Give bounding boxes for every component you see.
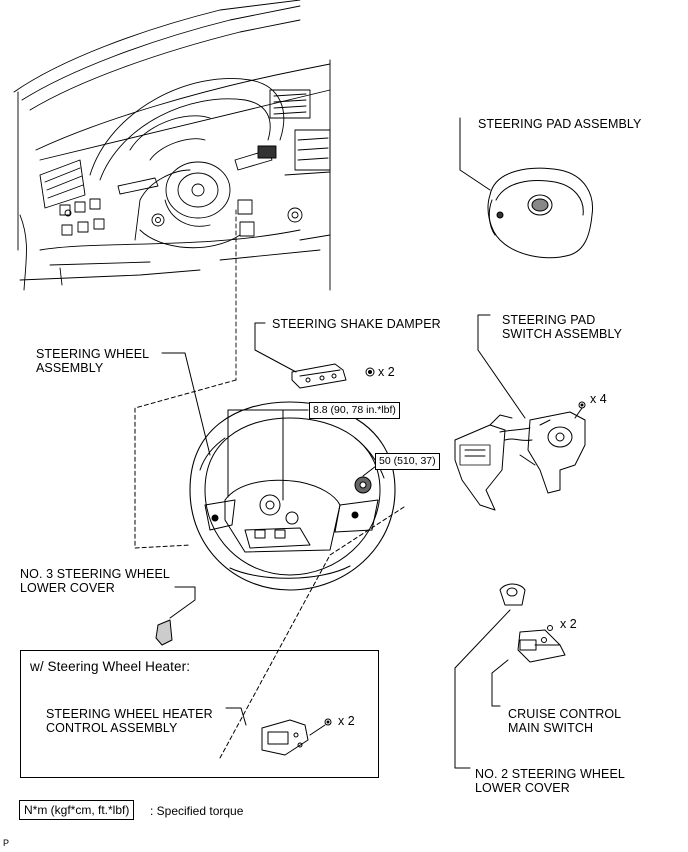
dashboard-illustration [13, 0, 331, 381]
heater-variant-title: w/ Steering Wheel Heater: [30, 659, 191, 674]
corner-mark: P [3, 838, 10, 848]
qty-cruise-switch-screws: x 2 [560, 617, 577, 631]
label-steering-wheel-line1: STEERING WHEEL [36, 347, 150, 361]
label-no2-cover-line1: NO. 2 STEERING WHEEL [475, 767, 625, 781]
cruise-switch-illustration [454, 583, 566, 769]
label-no3-cover-line1: NO. 3 STEERING WHEEL [20, 567, 170, 581]
steering-wheel-illustration [134, 352, 405, 759]
qty-shake-damper-bolts: x 2 [378, 365, 395, 379]
label-no2-cover-line2: LOWER COVER [475, 781, 570, 795]
label-steering-wheel-line2: ASSEMBLY [36, 361, 104, 375]
label-no3-cover-line2: LOWER COVER [20, 581, 115, 595]
label-steering-shake-damper: STEERING SHAKE DAMPER [272, 317, 441, 331]
label-heater-control-line2: CONTROL ASSEMBLY [46, 721, 178, 735]
legend-description: : Specified torque [150, 804, 244, 818]
steering-pad-illustration [459, 117, 594, 259]
qty-pad-switch-screws: x 4 [590, 392, 607, 406]
heater-control-illustration [225, 707, 332, 756]
no3-lower-cover-illustration [155, 619, 173, 646]
label-cruise-line1: CRUISE CONTROL [508, 707, 622, 721]
label-pad-switch-line1: STEERING PAD [502, 313, 596, 327]
label-cruise-line2: MAIN SWITCH [508, 721, 594, 735]
label-pad-switch-line2: SWITCH ASSEMBLY [502, 327, 623, 341]
torque-box-wheel-nut: 50 (510, 37) [375, 453, 440, 470]
torque-box-wheel-screws: 8.8 (90, 78 in.*lbf) [309, 402, 400, 419]
label-steering-pad-assembly: STEERING PAD ASSEMBLY [478, 117, 642, 131]
heater-variant-frame [20, 650, 379, 778]
legend-torque-unit: N*m (kgf*cm, ft.*lbf) [19, 800, 135, 820]
shake-damper-illustration [254, 322, 375, 389]
pad-switch-illustration [454, 314, 586, 511]
label-heater-control-line1: STEERING WHEEL HEATER [46, 707, 213, 721]
qty-heater-screws: x 2 [338, 714, 355, 728]
